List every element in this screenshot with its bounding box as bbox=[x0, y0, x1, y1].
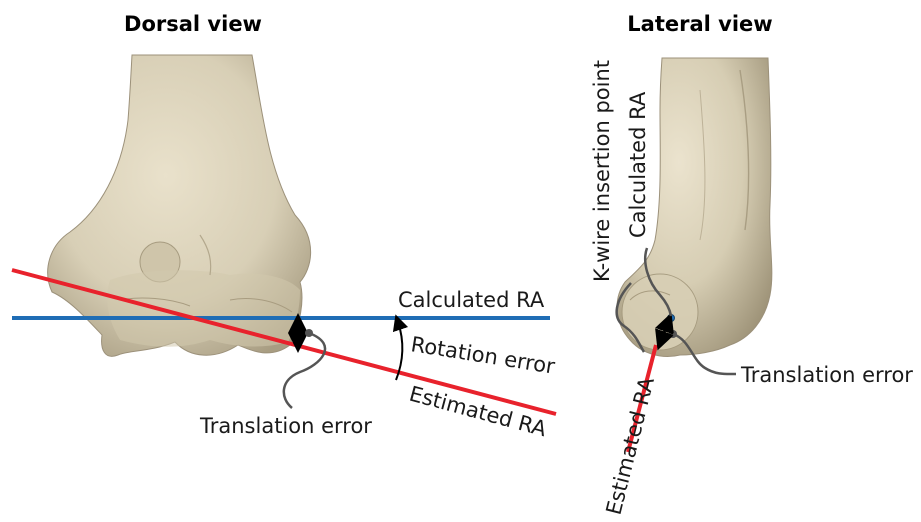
dorsal-calculated-ra-label: Calculated RA bbox=[398, 288, 545, 312]
dorsal-bone-illustration bbox=[48, 55, 311, 356]
kwire-insertion-point-label: K-wire insertion point bbox=[590, 60, 614, 282]
dorsal-translation-error-label: Translation error bbox=[199, 414, 372, 438]
dorsal-estimated-ra-label: Estimated RA bbox=[407, 382, 550, 442]
lateral-view-title: Lateral view bbox=[627, 12, 772, 36]
rotation-error-label: Rotation error bbox=[409, 332, 557, 378]
lateral-translation-error-label: Translation error bbox=[740, 363, 913, 387]
lateral-estimated-ra-label: Estimated RA bbox=[602, 374, 660, 517]
lateral-calculated-ra-label: Calculated RA bbox=[626, 91, 650, 238]
dorsal-view-title: Dorsal view bbox=[124, 12, 262, 36]
